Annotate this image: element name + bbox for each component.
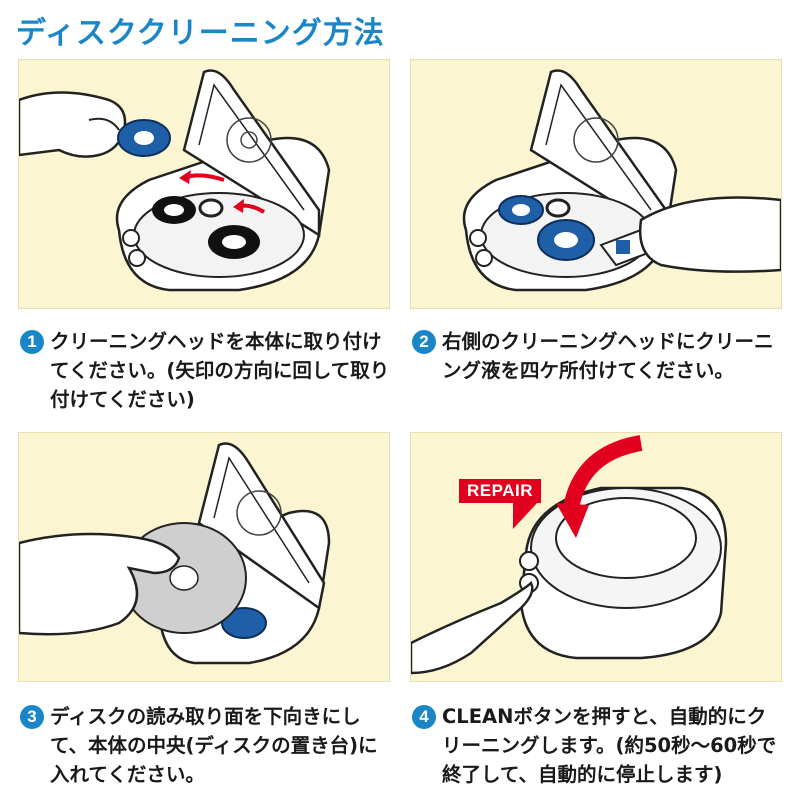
illustration-step-1 [18,59,390,309]
step-text-4: CLEANボタンを押すと、自動的にクリーニングします。(約50秒～60秒で終了し… [442,705,777,786]
illustration-step-2 [410,59,782,309]
step-4: 4 CLEANボタンを押すと、自動的にクリーニングします。(約50秒～60秒で終… [412,702,784,789]
step-number-1: 1 [20,330,44,354]
step-2: 2 右側のクリーニングヘッドにクリーニング液を四ケ所付けてください。 [412,327,784,385]
step-text-1: クリーニングヘッドを本体に取り付けてください。(矢印の方向に回して取り付けてくだ… [50,330,390,411]
page-title: ディスククリーニング方法 [16,16,385,51]
illustration-step-4: REPAIR [410,432,782,682]
step-1: 1 クリーニングヘッドを本体に取り付けてください。(矢印の方向に回して取り付けて… [20,327,392,414]
step-text-3: ディスクの読み取り面を下向きにして、本体の中央(ディスクの置き台)に入れてくださ… [50,705,378,786]
step-number-4: 4 [412,705,436,729]
step-number-2: 2 [412,330,436,354]
repair-badge: REPAIR [459,479,541,503]
illustration-step-3 [18,432,390,682]
step-3: 3 ディスクの読み取り面を下向きにして、本体の中央(ディスクの置き台)に入れてく… [20,702,392,789]
step-text-2: 右側のクリーニングヘッドにクリーニング液を四ケ所付けてください。 [442,330,774,382]
step-number-3: 3 [20,705,44,729]
